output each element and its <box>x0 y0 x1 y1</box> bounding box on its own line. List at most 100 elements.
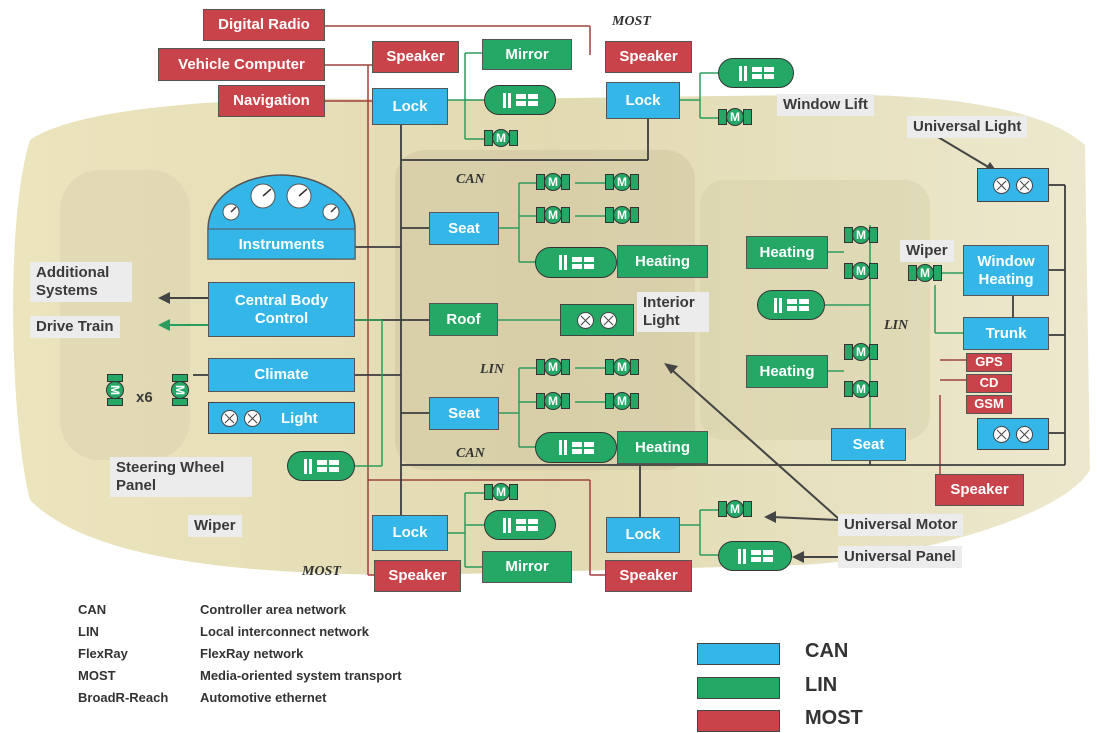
panel-icon[interactable] <box>484 85 556 115</box>
central-body-control-box[interactable]: Central Body Control <box>208 282 355 337</box>
gsm-box[interactable]: GSM <box>966 395 1012 414</box>
abbr-meaning: Media-oriented system transport <box>200 668 402 683</box>
instruments-gauge-icon <box>207 174 356 260</box>
universal-motor-icon[interactable]: M <box>718 500 752 518</box>
motor-icon-vertical: M <box>106 374 124 406</box>
wiper-motor-icon[interactable]: M <box>908 264 942 282</box>
abbr-meaning: FlexRay network <box>200 646 304 661</box>
abbr-term: LIN <box>78 624 99 639</box>
motor-icon[interactable]: M <box>844 226 878 244</box>
panel-icon[interactable] <box>757 290 825 320</box>
legend-swatch-most <box>697 710 780 732</box>
lamp-icon <box>221 409 238 427</box>
panel-icon[interactable] <box>535 247 617 278</box>
lock-box-front-left[interactable]: Lock <box>372 88 448 125</box>
wiper-label-right: Wiper <box>900 240 954 262</box>
motor-icon[interactable]: M <box>484 483 518 501</box>
lamp-icon <box>577 311 594 329</box>
lock-box-rear-right[interactable]: Lock <box>606 517 680 553</box>
window-heating-box[interactable]: Window Heating <box>963 245 1049 296</box>
abbr-meaning: Local interconnect network <box>200 624 370 639</box>
legend-label-most: MOST <box>805 707 863 729</box>
heating-box-rear-seat[interactable]: Heating <box>617 431 708 464</box>
seat-box-rear[interactable]: Seat <box>429 397 499 430</box>
motor-icon[interactable]: M <box>605 392 639 410</box>
drive-train-label: Drive Train <box>30 316 120 338</box>
motor-icon[interactable]: M <box>844 262 878 280</box>
steering-wheel-panel-label: Steering Wheel Panel <box>110 457 252 497</box>
legend-swatch-can <box>697 643 780 665</box>
interior-light-lamps[interactable] <box>560 304 634 336</box>
abbr-term: CAN <box>78 602 107 617</box>
rear-light-lamps[interactable] <box>977 418 1049 450</box>
motor-icon[interactable]: M <box>536 206 570 224</box>
instruments-box[interactable]: Instruments <box>238 235 325 253</box>
lamp-icon <box>1016 176 1033 194</box>
lamp-icon <box>993 425 1010 443</box>
x6-label: x6 <box>136 389 153 406</box>
universal-light-lamps[interactable] <box>977 168 1049 202</box>
motor-icon[interactable]: M <box>844 343 878 361</box>
universal-panel-label: Universal Panel <box>838 546 962 568</box>
mirror-box-front[interactable]: Mirror <box>482 39 572 70</box>
can-tag-top: CAN <box>456 172 485 187</box>
universal-panel-icon[interactable] <box>718 541 792 571</box>
climate-box[interactable]: Climate <box>208 358 355 392</box>
additional-systems-label: Additional Systems <box>30 262 132 302</box>
roof-box[interactable]: Roof <box>429 303 498 336</box>
legend-label-can: CAN <box>805 640 849 662</box>
motor-icon[interactable]: M <box>718 108 752 126</box>
motor-icon[interactable]: M <box>536 392 570 410</box>
lamp-icon <box>1016 425 1033 443</box>
lamp-icon <box>600 311 617 329</box>
speaker-box-front-right[interactable]: Speaker <box>605 41 692 73</box>
light-box[interactable]: Light <box>208 402 355 434</box>
wiper-label-left: Wiper <box>188 515 242 537</box>
lin-tag-right: LIN <box>884 318 909 333</box>
heating-box-right-rear[interactable]: Heating <box>746 355 828 388</box>
light-label: Light <box>281 409 318 427</box>
cd-box[interactable]: CD <box>966 374 1012 393</box>
gps-box[interactable]: GPS <box>966 353 1012 372</box>
motor-icon[interactable]: M <box>605 206 639 224</box>
motor-icon[interactable]: M <box>844 380 878 398</box>
lock-box-rear-left[interactable]: Lock <box>372 515 448 551</box>
steering-wheel-panel-icon[interactable] <box>287 451 355 481</box>
speaker-box-rear-left[interactable]: Speaker <box>374 560 461 592</box>
speaker-box-front-left[interactable]: Speaker <box>372 41 459 73</box>
speaker-box-trunk[interactable]: Speaker <box>935 474 1024 506</box>
abbr-meaning: Automotive ethernet <box>200 690 327 705</box>
vehicle-computer-box[interactable]: Vehicle Computer <box>158 48 325 81</box>
interior-light-label: Interior Light <box>637 292 709 332</box>
motor-icon[interactable]: M <box>605 358 639 376</box>
universal-motor-label: Universal Motor <box>838 514 964 536</box>
motor-icon[interactable]: M <box>536 358 570 376</box>
mirror-box-rear[interactable]: Mirror <box>482 551 572 583</box>
abbr-meaning: Controller area network <box>200 602 346 617</box>
heating-box-right-front[interactable]: Heating <box>746 236 828 269</box>
most-tag-top: MOST <box>612 14 651 29</box>
motor-icon[interactable]: M <box>484 129 518 147</box>
panel-icon[interactable] <box>718 58 794 88</box>
abbr-term: MOST <box>78 668 116 683</box>
motor-icon[interactable]: M <box>605 173 639 191</box>
lock-box-front-right[interactable]: Lock <box>606 82 680 119</box>
panel-icon[interactable] <box>535 432 617 463</box>
seat-box-right[interactable]: Seat <box>831 428 906 461</box>
legend-swatch-lin <box>697 677 780 699</box>
navigation-box[interactable]: Navigation <box>218 85 325 117</box>
motor-icon[interactable]: M <box>536 173 570 191</box>
lamp-icon <box>244 409 261 427</box>
motor-icon-vertical: M <box>171 374 189 406</box>
trunk-box[interactable]: Trunk <box>963 317 1049 350</box>
digital-radio-box[interactable]: Digital Radio <box>203 9 325 41</box>
panel-icon[interactable] <box>484 510 556 540</box>
seat-box-front[interactable]: Seat <box>429 212 499 245</box>
abbr-term: FlexRay <box>78 646 128 661</box>
legend-label-lin: LIN <box>805 674 838 696</box>
heating-box-front-seat[interactable]: Heating <box>617 245 708 278</box>
universal-light-label: Universal Light <box>907 116 1028 138</box>
speaker-box-rear-right[interactable]: Speaker <box>605 560 692 592</box>
lamp-icon <box>993 176 1010 194</box>
